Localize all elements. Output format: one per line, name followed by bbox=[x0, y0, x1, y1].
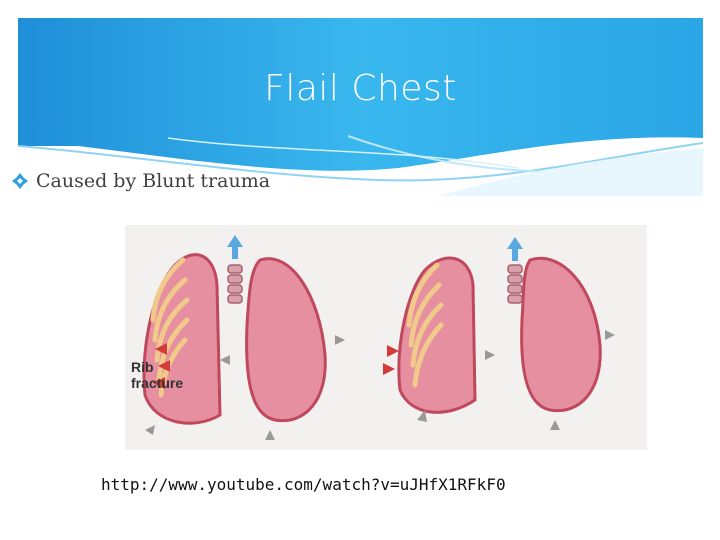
flail-chest-illustration: Rib fracture bbox=[125, 225, 647, 450]
video-link[interactable]: http://www.youtube.com/watch?v=uJHfX1RFk… bbox=[101, 475, 506, 494]
rib-label-line1: Rib bbox=[131, 359, 154, 375]
title-banner: Flail Chest bbox=[18, 18, 703, 196]
rib-fracture-label: Rib fracture bbox=[131, 359, 183, 391]
diamond-bullet-icon bbox=[10, 171, 30, 191]
bullet-text: Caused by Blunt trauma bbox=[36, 170, 271, 192]
slide-title: Flail Chest bbox=[264, 68, 457, 109]
bullet-item: Caused by Blunt trauma bbox=[10, 166, 270, 196]
banner-graphic bbox=[18, 18, 703, 196]
rib-label-line2: fracture bbox=[131, 375, 184, 391]
lung-diagram bbox=[142, 235, 615, 440]
